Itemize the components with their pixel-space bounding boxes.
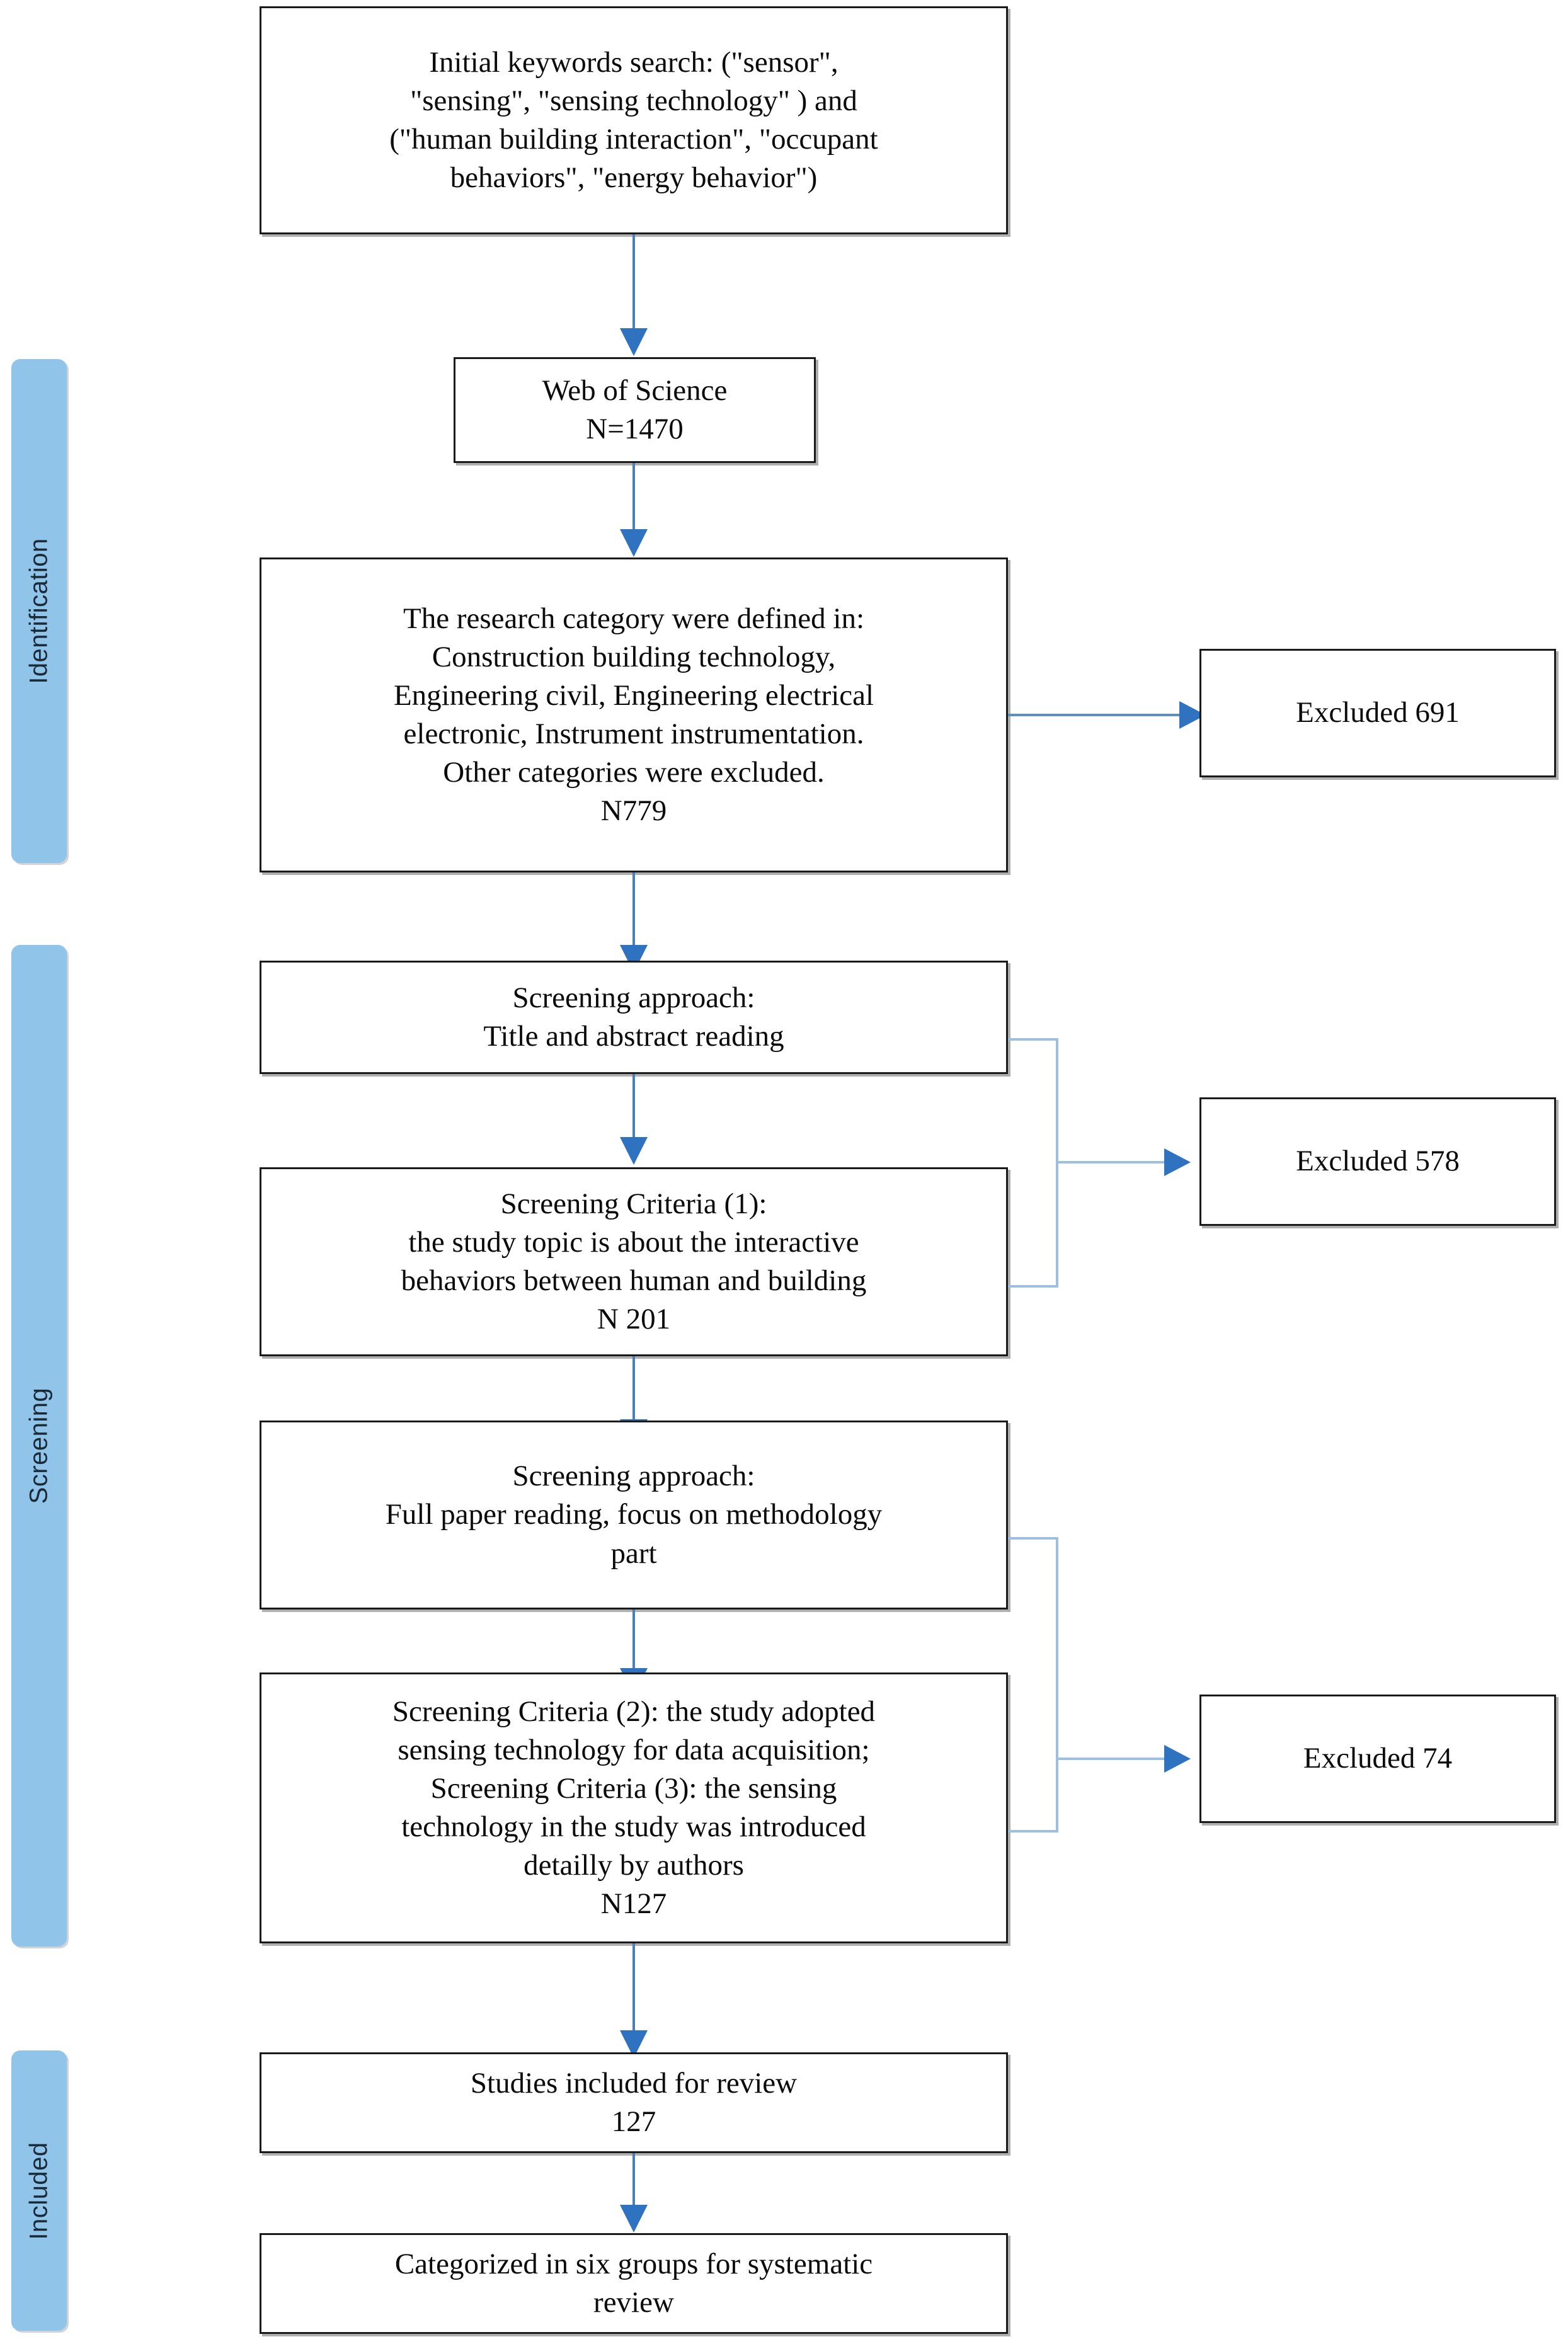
node-studies-included-text: Studies included for review 127 (470, 2066, 798, 2138)
node-excluded-691-text: Excluded 691 (1296, 696, 1460, 729)
arrow-screening1-to-criteria1 (620, 1137, 648, 1165)
node-screening-criteria-1-text: Screening Criteria (1): the study topic … (401, 1187, 867, 1336)
node-screening-approach-2-text: Screening approach: Full paper reading, … (385, 1460, 883, 1570)
connector-criteria1-to-screening2 (632, 1356, 635, 1422)
node-excluded-578-text: Excluded 578 (1296, 1145, 1460, 1178)
bracket-vertical-excluded74 (1056, 1537, 1058, 1832)
node-categorized-text: Categorized in six groups for systematic… (394, 2247, 873, 2319)
connector-screening2-to-criteria23 (632, 1609, 635, 1672)
node-screening-approach-1: Screening approach: Title and abstract r… (260, 961, 1008, 1074)
arrow-database-to-category (620, 529, 648, 557)
node-excluded-691: Excluded 691 (1199, 649, 1556, 777)
node-excluded-74-text: Excluded 74 (1303, 1742, 1453, 1775)
node-screening-approach-1-text: Screening approach: Title and abstract r… (483, 981, 784, 1053)
connector-search-to-database (632, 234, 635, 332)
connector-criteria23-to-included (632, 1943, 635, 2035)
node-excluded-578: Excluded 578 (1199, 1097, 1556, 1226)
bracket-top-screening2 (1008, 1537, 1058, 1540)
node-studies-included: Studies included for review 127 (260, 2052, 1008, 2153)
stage-label-included: Included (25, 2141, 53, 2240)
stage-bar-included: Included (11, 2050, 67, 2331)
node-database-text: Web of Science N=1470 (542, 374, 728, 445)
stage-bar-identification: Identification (11, 359, 67, 863)
node-screening-criteria-23-text: Screening Criteria (2): the study adopte… (392, 1695, 876, 1921)
connector-category-to-screening1 (632, 872, 635, 948)
connector-category-to-excluded691 (1008, 714, 1192, 716)
connector-bracket-to-excluded578 (1056, 1161, 1176, 1163)
node-initial-search-text: Initial keywords search: ("sensor", "sen… (389, 45, 878, 195)
connector-bracket-to-excluded74 (1056, 1758, 1176, 1760)
stage-label-screening: Screening (25, 1387, 53, 1504)
node-excluded-74: Excluded 74 (1199, 1695, 1556, 1823)
node-database: Web of Science N=1470 (454, 357, 816, 463)
arrow-to-excluded578 (1164, 1148, 1191, 1176)
arrow-included-to-categorized (620, 2205, 648, 2233)
stage-label-identification: Identification (25, 538, 53, 684)
arrow-to-excluded74 (1164, 1745, 1191, 1773)
node-screening-approach-2: Screening approach: Full paper reading, … (260, 1421, 1008, 1609)
bracket-bottom-criteria23 (1008, 1830, 1058, 1832)
connector-database-to-category (632, 463, 635, 532)
node-research-category: The research category were defined in: C… (260, 557, 1008, 872)
node-screening-criteria-23: Screening Criteria (2): the study adopte… (260, 1672, 1008, 1943)
bracket-bottom-criteria1 (1008, 1285, 1058, 1288)
node-initial-search: Initial keywords search: ("sensor", "sen… (260, 6, 1008, 234)
connector-included-to-categorized (632, 2153, 635, 2209)
node-research-category-text: The research category were defined in: C… (393, 602, 874, 828)
node-categorized: Categorized in six groups for systematic… (260, 2233, 1008, 2334)
node-screening-criteria-1: Screening Criteria (1): the study topic … (260, 1167, 1008, 1356)
connector-screening1-to-criteria1 (632, 1074, 635, 1140)
stage-bar-screening: Screening (11, 945, 67, 1947)
bracket-top-screening1 (1008, 1038, 1058, 1041)
arrow-search-to-database (620, 328, 648, 356)
